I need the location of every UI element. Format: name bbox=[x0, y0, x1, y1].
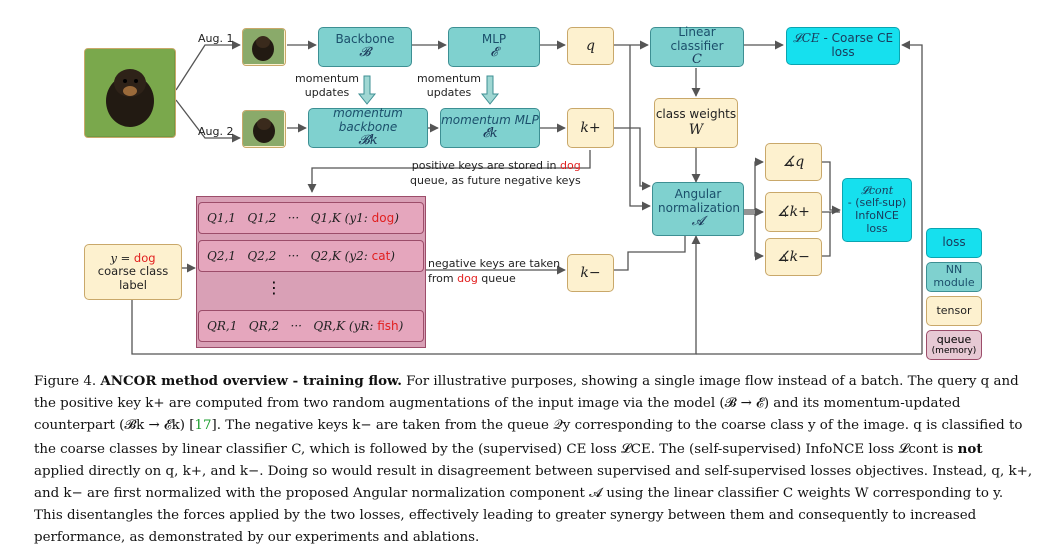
momentum-mlp-symbol: 𝓔k bbox=[482, 126, 498, 142]
angle-q-tensor: ∡q bbox=[765, 143, 822, 181]
linear-classifier-module: Linear classifier C bbox=[650, 24, 744, 68]
legend-nn-text: NN module bbox=[933, 263, 975, 289]
momentum-updates-label-2: momentum updates bbox=[417, 72, 481, 99]
queue-row: Q2,1 Q2,2 ··· Q2,K (y2: cat) bbox=[198, 240, 424, 272]
caption-title: method overview - training flow. bbox=[156, 373, 402, 389]
legend-queue: queue (memory) bbox=[926, 330, 982, 360]
class-weights-symbol: W bbox=[688, 121, 704, 138]
class-weights-tensor: class weights W bbox=[654, 98, 738, 148]
cont-loss-symbol: 𝓛cont bbox=[860, 183, 894, 197]
legend-queue-text: queue bbox=[936, 332, 972, 346]
k-plus-tensor: k+ bbox=[567, 108, 614, 148]
caption-fig-label: Figure 4. bbox=[34, 374, 101, 389]
aug2-label: Aug. 2 bbox=[198, 125, 234, 138]
figure-caption: Figure 4. ANCOR method overview - traini… bbox=[34, 370, 1036, 550]
k-minus-symbol: k− bbox=[580, 264, 601, 281]
linear-classifier-title: Linear classifier bbox=[670, 24, 724, 53]
momentum-mlp-title: momentum MLP bbox=[441, 112, 539, 127]
momentum-backbone-module: momentum backbone 𝓑k bbox=[308, 105, 428, 149]
legend-loss: loss bbox=[926, 228, 982, 258]
cont-loss: 𝓛cont - (self-sup) InfoNCE loss bbox=[842, 178, 912, 242]
angle-q-symbol: ∡q bbox=[782, 153, 805, 170]
queue-row-text: Q1,1 Q1,2 ··· Q1,K (y1: bbox=[207, 211, 372, 225]
queue-row-class: fish bbox=[377, 319, 399, 333]
coarse-class-label: y = dog coarse class label bbox=[84, 244, 182, 300]
angular-normalization-title: Angular normalization bbox=[658, 186, 741, 215]
backbone-module: Backbone 𝓑 bbox=[318, 27, 412, 67]
queue-dots: ⋮ bbox=[266, 278, 282, 297]
caption-body-3: applied directly on q, k+, and k−. Doing… bbox=[34, 463, 1033, 546]
mlp-symbol: 𝓔 bbox=[490, 45, 498, 61]
caption-body-1: For illustrative purposes, showing a sin… bbox=[34, 374, 1019, 434]
q-tensor: q bbox=[567, 27, 614, 65]
q-symbol: q bbox=[586, 37, 595, 54]
coarse-y: y = bbox=[110, 251, 134, 266]
negative-keys-note: negative keys are taken from dog queue bbox=[428, 256, 560, 286]
momentum-updates-label-1: momentum updates bbox=[295, 72, 359, 99]
backbone-title: Backbone bbox=[335, 31, 395, 46]
class-weights-title: class weights bbox=[655, 107, 737, 122]
k-minus-tensor: k− bbox=[567, 254, 614, 292]
momentum-backbone-symbol: 𝓑k bbox=[358, 133, 378, 149]
aug2-image bbox=[242, 110, 286, 148]
ce-loss-text: - Coarse CE loss bbox=[823, 31, 894, 59]
queue-row-text: QR,1 QR,2 ··· QR,K (yR: bbox=[207, 319, 378, 333]
positive-keys-text-1: positive keys are stored in bbox=[411, 159, 560, 172]
angular-normalization-symbol: 𝓐 bbox=[691, 214, 705, 230]
input-image bbox=[84, 48, 176, 138]
diagram-connectors bbox=[131, 40, 923, 355]
angle-kminus-symbol: ∡k− bbox=[777, 248, 810, 265]
momentum-backbone-title: momentum backbone bbox=[333, 105, 403, 134]
coarse-text: coarse class label bbox=[97, 264, 169, 292]
queue-row: QR,1 QR,2 ··· QR,K (yR: fish) bbox=[198, 310, 424, 342]
angle-kplus-tensor: ∡k+ bbox=[765, 192, 822, 232]
angle-kminus-tensor: ∡k− bbox=[765, 238, 822, 276]
positive-keys-note: positive keys are stored in dog queue, a… bbox=[410, 158, 581, 188]
legend-tensor: tensor bbox=[926, 296, 982, 326]
legend-tensor-text: tensor bbox=[936, 303, 972, 317]
queue-row-class: dog bbox=[371, 211, 395, 225]
aug1-label: Aug. 1 bbox=[198, 32, 234, 45]
queue-row-class: cat bbox=[371, 249, 391, 263]
mlp-module: MLP 𝓔 bbox=[448, 27, 540, 67]
backbone-symbol: 𝓑 bbox=[359, 45, 371, 61]
legend-nn: NN module bbox=[926, 262, 982, 292]
negative-keys-text-1: negative keys are taken bbox=[428, 257, 561, 270]
ce-loss-symbol: 𝓛CE bbox=[792, 31, 820, 46]
cont-loss-text: - (self-sup) InfoNCE loss bbox=[847, 196, 907, 235]
dog-photo-icon bbox=[85, 49, 174, 136]
positive-keys-dog: dog bbox=[560, 159, 581, 172]
caption-citation[interactable]: 17 bbox=[194, 418, 212, 434]
k-plus-symbol: k+ bbox=[580, 119, 601, 136]
positive-keys-text-2: queue, as future negative keys bbox=[410, 174, 581, 187]
negative-keys-text-3: queue bbox=[477, 272, 516, 285]
ce-loss: 𝓛CE - Coarse CE loss bbox=[786, 27, 900, 65]
mlp-title: MLP bbox=[481, 31, 507, 46]
caption-body-2: ]. The negative keys k− are taken from t… bbox=[34, 418, 1023, 457]
negative-keys-text-2: from bbox=[428, 272, 458, 285]
angle-kplus-symbol: ∡k+ bbox=[777, 203, 810, 220]
caption-method: ANCOR bbox=[100, 373, 157, 389]
caption-not: not bbox=[957, 440, 983, 457]
legend-loss-text: loss bbox=[942, 235, 966, 250]
negative-keys-dog: dog bbox=[457, 272, 478, 285]
angular-normalization-module: Angular normalization 𝓐 bbox=[652, 182, 744, 236]
coarse-dog: dog bbox=[133, 251, 156, 266]
aug1-image bbox=[242, 28, 286, 66]
queue-row: Q1,1 Q1,2 ··· Q1,K (y1: dog) bbox=[198, 202, 424, 234]
linear-classifier-symbol: C bbox=[692, 52, 702, 68]
momentum-mlp-module: momentum MLP 𝓔k bbox=[440, 108, 540, 148]
queue-row-text: Q2,1 Q2,2 ··· Q2,K (y2: bbox=[207, 249, 372, 263]
legend-queue-sub: (memory) bbox=[931, 346, 977, 357]
